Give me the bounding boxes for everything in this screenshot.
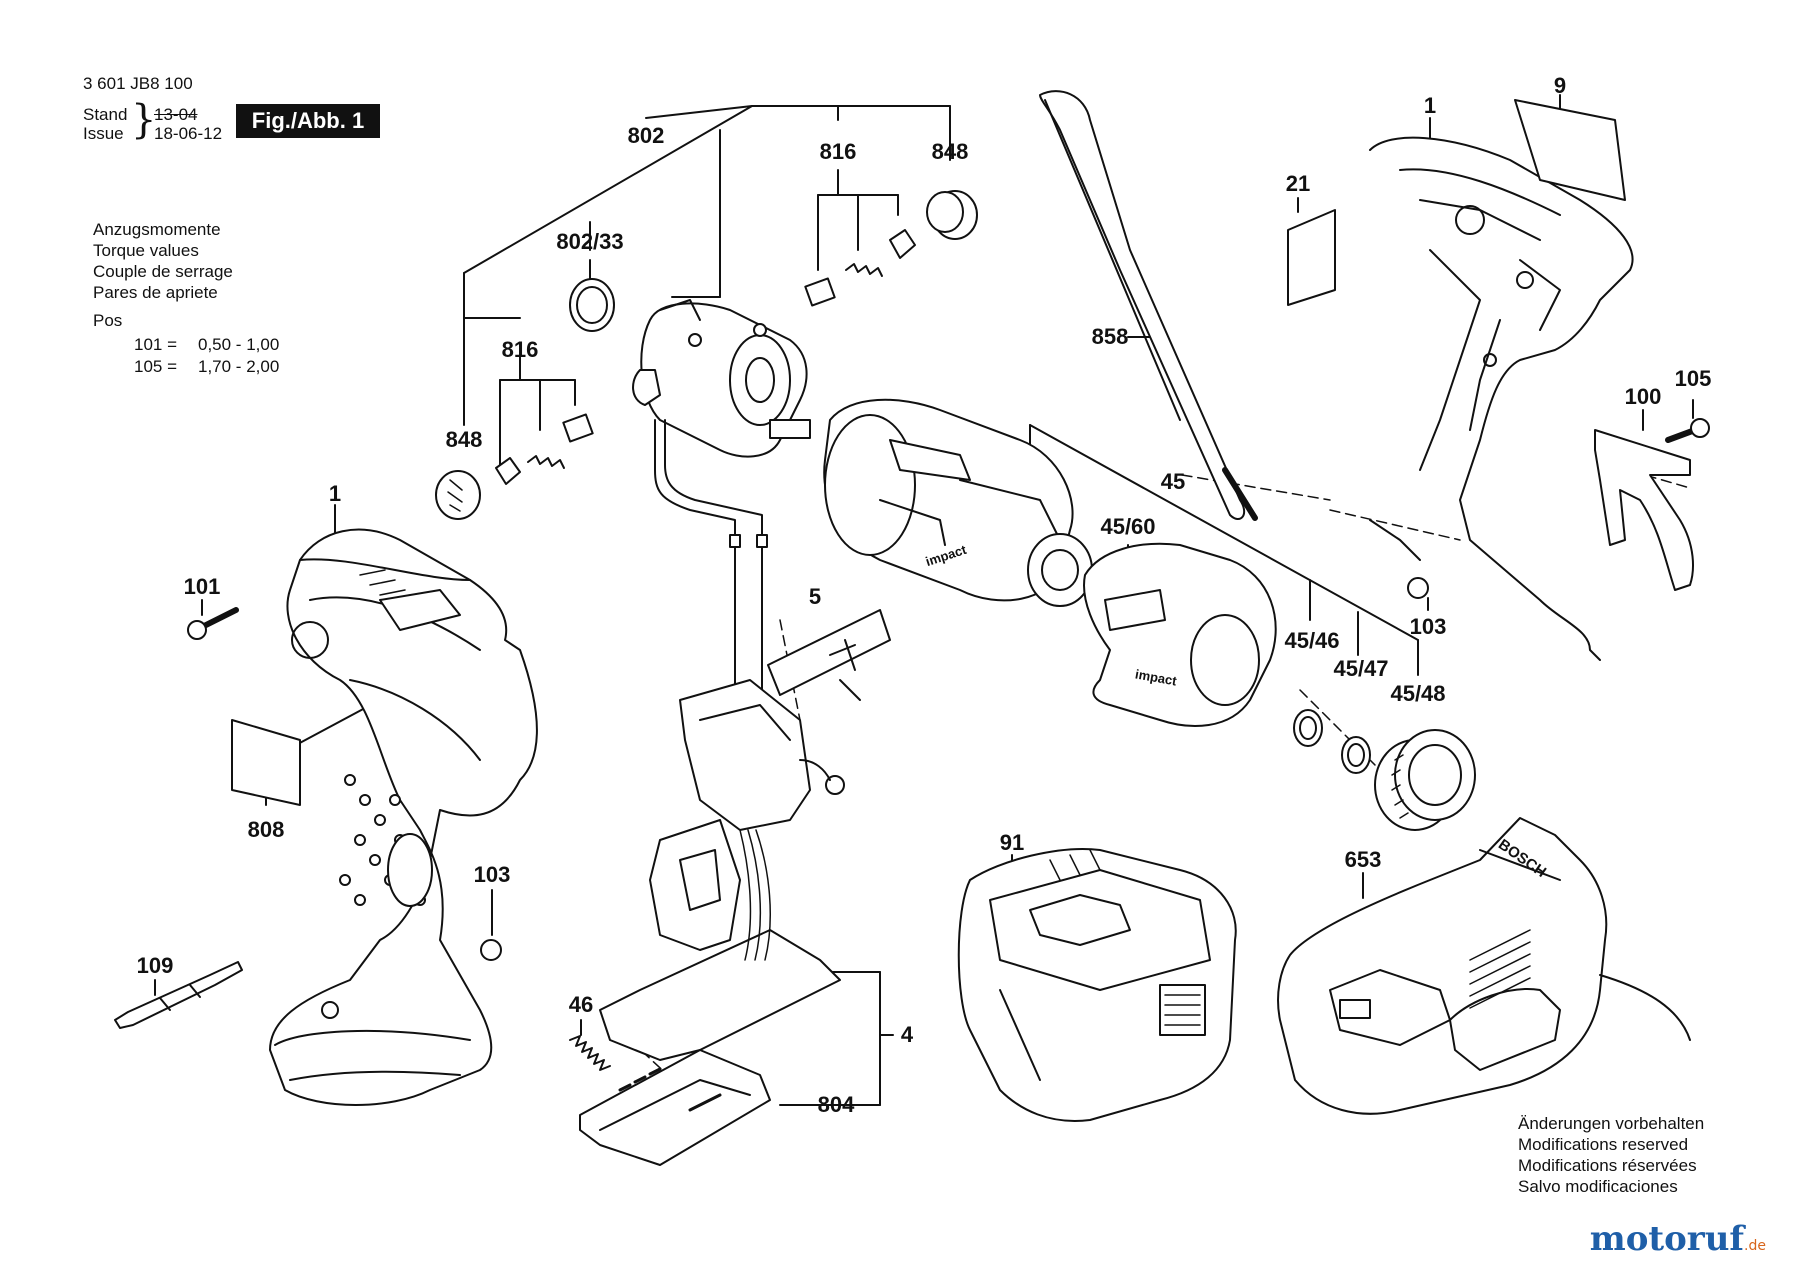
- charger-653: [1277, 817, 1691, 1115]
- torque-line-de: Anzugsmomente: [93, 220, 221, 239]
- part-number: 3 601 JB8 100: [83, 74, 193, 93]
- label-21: [1287, 209, 1336, 306]
- note-line-fr: Modifications réservées: [1518, 1156, 1697, 1175]
- stand-label: Stand: [83, 105, 128, 124]
- callout-802-33: 802/33: [556, 229, 624, 254]
- motor-802: [632, 299, 811, 548]
- ring-45-46: [1293, 709, 1323, 747]
- callout-91: 91: [999, 830, 1025, 855]
- leader-lines: [154, 94, 1694, 1106]
- cap-848-top: [926, 190, 978, 240]
- callout-45-60: 45/60: [1100, 514, 1156, 539]
- callout-21: 21: [1285, 171, 1311, 196]
- watermark-suffix: .de: [1744, 1238, 1766, 1254]
- brace-icon: }: [131, 97, 157, 143]
- callout-100: 100: [1624, 384, 1662, 409]
- callout-46: 46: [568, 992, 594, 1017]
- watermark-brand: motoruf: [1589, 1219, 1745, 1259]
- label-sticker-808: [231, 719, 301, 806]
- callout-858: 858: [1091, 324, 1129, 349]
- nut-103-right: [1407, 577, 1429, 599]
- screw-105: [1665, 418, 1710, 443]
- note-line-es: Salvo modificaciones: [1518, 1177, 1678, 1196]
- callout-9: 9: [1553, 73, 1567, 98]
- torque-line-en: Torque values: [93, 241, 199, 260]
- callout-4: 4: [900, 1022, 914, 1047]
- callout-653: 653: [1344, 847, 1382, 872]
- note-line-de: Änderungen vorbehalten: [1518, 1114, 1705, 1133]
- torque-pos-label: Pos: [93, 311, 123, 330]
- watermark-logo: motoruf.de: [1590, 1219, 1766, 1259]
- callout-45-47: 45/47: [1333, 656, 1389, 681]
- callout-1-right: 1: [1423, 93, 1437, 118]
- switch-module-5: [767, 609, 891, 701]
- callout-45: 45: [1160, 469, 1186, 494]
- screw-101: [187, 607, 239, 640]
- issue-value: 18-06-12: [154, 124, 223, 143]
- label-9: [1514, 99, 1626, 201]
- housing-right-part: [1369, 136, 1634, 661]
- torque-line-fr: Couple de serrage: [93, 262, 233, 281]
- note-line-en: Modifications reserved: [1518, 1135, 1689, 1154]
- callout-45-46: 45/46: [1284, 628, 1340, 653]
- callout-109: 109: [136, 953, 174, 978]
- brush-set-816-top: [804, 229, 916, 307]
- issue-label: Issue: [83, 124, 124, 143]
- electronics-module-4: [599, 679, 845, 1061]
- callout-848-left: 848: [445, 427, 483, 452]
- callout-816-left: 816: [501, 337, 539, 362]
- callout-1-left: 1: [328, 481, 342, 506]
- figure-label: Fig./Abb. 1: [236, 104, 380, 138]
- callout-804: 804: [817, 1092, 855, 1117]
- brush-set-816-left: [495, 413, 594, 485]
- callout-848-top: 848: [931, 139, 969, 164]
- strap-858: [1039, 90, 1258, 521]
- callout-101: 101: [183, 574, 221, 599]
- callout-45-48: 45/48: [1390, 681, 1446, 706]
- torque-row-pos: 101 =: [134, 335, 178, 354]
- plate-804: [579, 1049, 771, 1166]
- callout-816-top: 816: [819, 139, 857, 164]
- impact-housing: [823, 398, 1093, 607]
- torque-row-range: 1,70 - 2,00: [198, 357, 280, 376]
- callout-5: 5: [808, 584, 822, 609]
- callout-105: 105: [1674, 366, 1712, 391]
- cap-848-left: [435, 470, 481, 520]
- callout-808: 808: [247, 817, 285, 842]
- housing-left-part: [269, 528, 538, 1106]
- callout-103-left: 103: [473, 862, 511, 887]
- torque-row-range: 0,50 - 1,00: [198, 335, 280, 354]
- nut-103-left: [480, 939, 502, 961]
- belt-clip-100: [1594, 429, 1694, 591]
- spring-46: [569, 1035, 611, 1071]
- torque-row-pos: 105 =: [134, 357, 178, 376]
- callout-802: 802: [627, 123, 665, 148]
- front-cover-45-60: [1083, 542, 1277, 727]
- stand-value: 13-04: [154, 105, 198, 124]
- ring-45-47: [1341, 736, 1371, 774]
- torque-line-es: Pares de apriete: [93, 283, 218, 302]
- battery-91: [957, 848, 1237, 1122]
- callout-103-right: 103: [1409, 614, 1447, 639]
- sleeve-45-48: [1374, 729, 1476, 831]
- bit-109: [114, 961, 243, 1029]
